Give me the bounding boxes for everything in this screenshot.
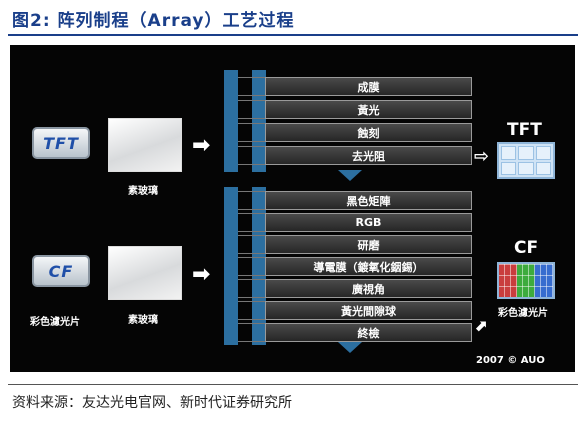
tft-step: 蝕刻 (265, 123, 472, 142)
arrow-up-right-icon: ⬈ (474, 316, 488, 335)
cf-logo: CF (32, 255, 90, 287)
step-connector (238, 123, 265, 142)
title-rule (8, 34, 578, 36)
tft-process-bar-left (224, 70, 238, 172)
figure-title: 图2: 阵列制程（Array）工艺过程 (12, 11, 295, 31)
cf-step: RGB (265, 213, 472, 232)
step-connector (238, 323, 265, 342)
tft-step: 成膜 (265, 77, 472, 96)
arrow-right-icon: ⇨ (474, 146, 490, 167)
source-note: 资料来源：友达光电官网、新时代证券研究所 (12, 395, 292, 411)
down-arrow-icon (338, 170, 362, 181)
step-connector (238, 235, 265, 254)
bare-glass-top (108, 118, 182, 172)
cf-step: 廣視角 (265, 279, 472, 298)
step-connector (238, 146, 265, 165)
tft-logo-text: TFT (43, 133, 79, 153)
cf-step: 黑色矩陣 (265, 191, 472, 210)
cf-step: 終檢 (265, 323, 472, 342)
cf-step: 研磨 (265, 235, 472, 254)
bare-glass-top-label: 素玻璃 (128, 186, 158, 197)
step-connector (238, 279, 265, 298)
cf-step: 導電膜（鍍氧化銦錫） (265, 257, 472, 276)
source-rule (8, 384, 578, 385)
cf-step: 黃光間隙球 (265, 301, 472, 320)
down-arrow-icon (338, 342, 362, 353)
cf-output-caption: 彩色濾光片 (498, 308, 548, 319)
step-connector (238, 77, 265, 96)
tft-output-label: TFT (507, 120, 542, 140)
step-connector (238, 191, 265, 210)
tft-step: 黃光 (265, 100, 472, 119)
copyright: 2007 © AUO (476, 355, 545, 366)
cf-logo-label: 彩色濾光片 (30, 317, 80, 328)
step-connector (238, 257, 265, 276)
cf-process-bar-left (224, 187, 238, 345)
arrow-right-icon: ➡ (192, 133, 211, 158)
cf-output-label: CF (514, 238, 539, 258)
tft-logo: TFT (32, 127, 90, 159)
tft-panel-icon (497, 142, 555, 179)
cf-logo-text: CF (48, 261, 74, 281)
step-connector (238, 100, 265, 119)
bare-glass-bottom (108, 246, 182, 300)
step-connector (238, 213, 265, 232)
bare-glass-bottom-label: 素玻璃 (128, 315, 158, 326)
cf-process-bar-right (252, 187, 266, 345)
step-connector (238, 301, 265, 320)
tft-step: 去光阻 (265, 146, 472, 165)
arrow-right-icon: ➡ (192, 262, 211, 287)
color-filter-icon (497, 262, 555, 299)
